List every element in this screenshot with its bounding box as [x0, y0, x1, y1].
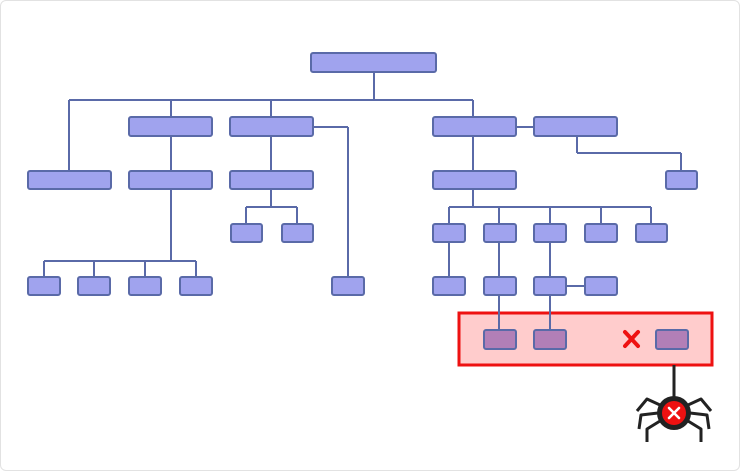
node-level4: [128, 276, 162, 296]
node-level2-left: [128, 170, 213, 190]
node-level3: [483, 223, 517, 243]
node-level4: [331, 276, 365, 296]
close-x-icon: [623, 330, 640, 348]
node-level4: [77, 276, 111, 296]
node-level4: [179, 276, 213, 296]
node-level3: [230, 223, 263, 243]
node-level4: [533, 276, 567, 296]
node-level2-far-left: [27, 170, 112, 190]
node-level4: [432, 276, 466, 296]
node-level2-middle: [229, 170, 314, 190]
node-level1-right: [432, 116, 517, 137]
node-level3: [635, 223, 668, 243]
node-highlighted: [533, 329, 567, 350]
spider-icon: [635, 365, 713, 442]
node-level3: [432, 223, 466, 243]
node-level2-far-right: [665, 170, 698, 190]
node-level4: [27, 276, 61, 296]
node-level3: [584, 223, 618, 243]
tree-edges: [43, 72, 682, 330]
node-root: [310, 52, 437, 73]
node-level3: [281, 223, 314, 243]
node-highlighted: [655, 329, 689, 350]
node-highlighted: [483, 329, 517, 350]
node-level1-right-sibling: [533, 116, 618, 137]
node-level1-middle: [229, 116, 314, 137]
node-level4: [584, 276, 618, 296]
node-level2-right: [432, 170, 517, 190]
node-level4: [483, 276, 517, 296]
node-level3: [533, 223, 567, 243]
node-level1-left: [128, 116, 213, 137]
